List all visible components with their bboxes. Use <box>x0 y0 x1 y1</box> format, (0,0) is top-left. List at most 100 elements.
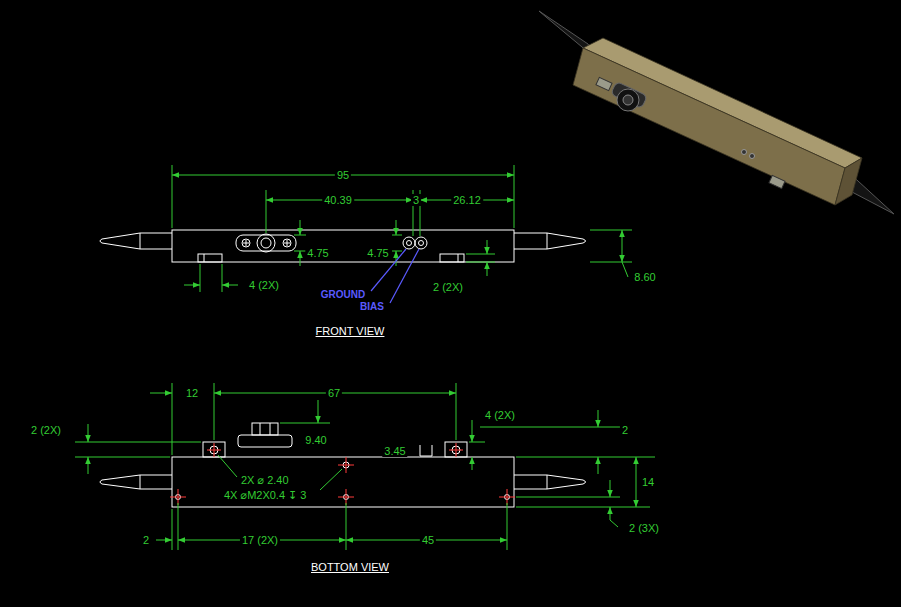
dimension-label: 2 <box>620 424 630 436</box>
dimension-label: 95 <box>335 169 351 181</box>
bottom-view-outline <box>260 423 261 435</box>
dimension-label: 2 (2X) <box>29 424 63 436</box>
bottom-view-dimensions <box>456 383 457 440</box>
front-view-outline <box>257 234 275 252</box>
front-view-dimensions <box>487 262 488 276</box>
dimension-label: 2X ⌀ 2.40 <box>239 474 291 486</box>
bottom-view-dimensions <box>75 457 170 458</box>
dimension-label: 17 (2X) <box>240 534 280 546</box>
bottom-view-dimensions <box>469 442 485 443</box>
bottom-view-dimensions <box>172 383 173 455</box>
pin-label: BIAS <box>358 301 386 313</box>
center-mark <box>499 489 515 505</box>
front-view-outline <box>100 230 586 262</box>
center-mark <box>170 489 186 505</box>
front-view-outline <box>458 254 459 262</box>
bottom-view-dimensions <box>318 400 319 423</box>
center-mark <box>207 443 221 457</box>
bottom-view-outline <box>140 475 141 489</box>
dimension-label: 9.40 <box>303 434 328 446</box>
bottom-view-outline <box>203 442 225 457</box>
front-view-outline <box>242 239 250 247</box>
front-view-dimensions <box>622 262 628 277</box>
front-view-dimensions <box>396 251 397 266</box>
front-view-dimensions <box>466 262 495 263</box>
bottom-view-dimensions <box>472 420 473 442</box>
front-view-dimensions <box>200 264 201 292</box>
front-view-dimensions <box>172 165 173 228</box>
dimension-label: 4X ⌀M2X0.4 ↧ 3 <box>222 489 309 501</box>
front-view-outline <box>284 240 290 246</box>
front-view-outline <box>415 237 427 249</box>
bottom-view-dimensions <box>507 503 508 550</box>
front-view-outline <box>261 238 271 248</box>
front-view-dimensions <box>222 285 238 286</box>
front-view-outline <box>419 241 424 246</box>
front-view-dimensions <box>392 251 402 252</box>
bottom-view-dimensions <box>516 507 650 508</box>
bottom-view-dimensions <box>610 480 611 497</box>
front-view-dimensions <box>300 251 301 266</box>
front-view-dimensions <box>622 230 623 262</box>
view-title: BOTTOM VIEW <box>309 561 391 573</box>
front-view-outline <box>198 254 222 262</box>
front-view-outline <box>172 230 514 262</box>
bottom-view-outline <box>270 423 271 435</box>
front-view-dimensions <box>514 165 515 228</box>
front-view-dimensions <box>184 285 200 286</box>
bottom-view-dimensions <box>610 520 618 527</box>
dimension-label: 4.75 <box>305 247 330 259</box>
bottom-view-outline <box>238 435 292 447</box>
device-render <box>769 175 785 188</box>
front-view-dimensions <box>266 190 267 233</box>
dimension-label: 14 <box>640 476 656 488</box>
front-view-dimensions <box>590 262 632 263</box>
device-render <box>742 150 747 155</box>
bottom-view-dimensions <box>88 424 89 442</box>
front-view-outline <box>403 237 415 249</box>
bottom-view-dimensions <box>320 469 342 490</box>
dimension-label: 40.39 <box>322 194 354 206</box>
front-view-outline <box>204 254 205 262</box>
front-view-outline <box>283 239 291 247</box>
bottom-view-dimensions <box>218 455 237 477</box>
bottom-view-dimensions <box>598 410 599 427</box>
dimension-label: 2 (3X) <box>627 522 661 534</box>
front-view-outline <box>243 240 249 246</box>
dimension-label: 45 <box>420 534 436 546</box>
bottom-view-dimensions <box>214 383 215 440</box>
bottom-view-outline <box>100 475 172 489</box>
center-mark <box>170 443 515 505</box>
bottom-view-dimensions <box>472 457 473 470</box>
front-view-outline <box>100 233 172 249</box>
dimension-label: 2 <box>141 534 151 546</box>
dimension-label: 12 <box>184 387 200 399</box>
dimension-label: 67 <box>326 387 342 399</box>
front-view-dimensions <box>172 165 632 292</box>
front-view-outline <box>236 235 296 251</box>
front-view-outline <box>514 233 586 249</box>
front-view-dimensions <box>590 230 632 231</box>
device-render <box>835 158 862 205</box>
device-render <box>617 89 639 111</box>
center-mark <box>449 443 463 457</box>
bottom-view-dimensions <box>346 503 347 550</box>
pin-label: GROUND <box>319 289 367 301</box>
device-render <box>573 48 845 205</box>
bottom-view-outline <box>172 457 514 507</box>
bottom-view-dimensions <box>156 540 172 541</box>
bottom-view-dimensions <box>280 423 330 424</box>
bottom-view-dimensions <box>636 457 637 507</box>
bottom-view-dimensions <box>610 507 611 520</box>
center-mark <box>338 489 354 505</box>
bottom-view-outline <box>547 475 548 489</box>
front-view-outline <box>440 254 464 262</box>
dimension-label: 4 (2X) <box>483 409 517 421</box>
bottom-view-outline <box>100 423 586 507</box>
bottom-view-dimensions <box>75 442 201 443</box>
bottom-view-outline <box>420 445 432 456</box>
bottom-view-dimensions <box>88 457 89 474</box>
bottom-view-dimensions <box>75 383 655 550</box>
